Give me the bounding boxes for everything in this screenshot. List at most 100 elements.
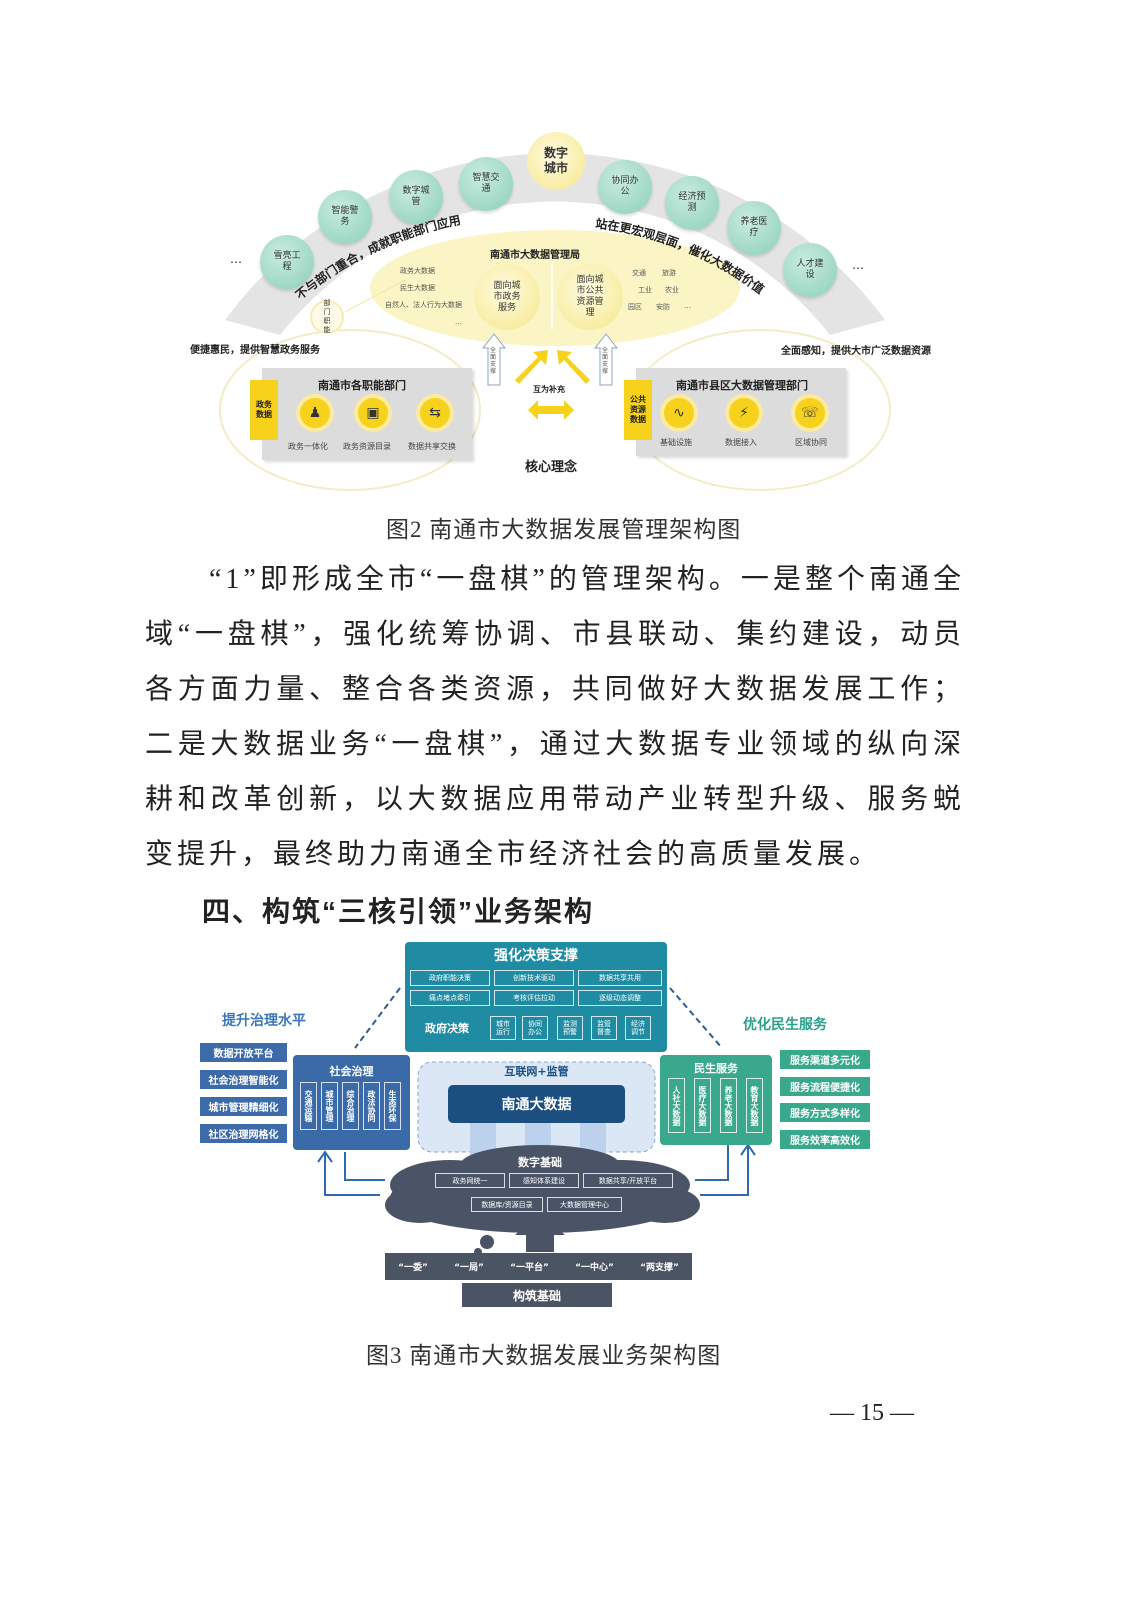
build-foundation-label: 构筑基础 — [462, 1283, 612, 1307]
mutual-label: 互为补充 — [533, 385, 565, 394]
foundation-item: 数据共享/开放平台 — [583, 1173, 673, 1188]
decision-item: 痛点堵点牵引 — [410, 990, 490, 1006]
governance-item: 数据开放平台 — [200, 1043, 287, 1062]
livelihood-item: 养老大数据 — [720, 1078, 737, 1133]
livelihood-title: 民生服务 — [694, 1062, 738, 1075]
circle-gov-service: 面向城市政务服务 — [474, 264, 540, 330]
base-item: “两支撑” — [640, 1263, 679, 1273]
social-governance-title: 社会治理 — [329, 1065, 374, 1078]
data-type: 自然人、法人行为大数据 — [385, 301, 462, 309]
bubble-dept-function: 部门职能 — [310, 299, 344, 334]
bubble-digital-city: 数字城市 — [527, 132, 585, 190]
right-heading: 优化民生服务 — [743, 1017, 827, 1033]
foundation-item: 政务网统一 — [435, 1173, 505, 1188]
resource-type: 交通 — [632, 269, 646, 277]
resource-type: 农业 — [665, 286, 679, 294]
core-concept-label: 核心理念 — [525, 460, 578, 475]
left-box-title: 南通市各职能部门 — [318, 379, 406, 392]
item-label: 区域协同 — [795, 438, 827, 447]
base-bar: “一委” “一局” “一平台” “一中心” “两支撑” — [385, 1253, 692, 1280]
right-box-title: 南通市县区大数据管理部门 — [676, 379, 808, 392]
circle-public-resource: 面向城市公共资源管理 — [557, 264, 623, 330]
gov-decision-item: 监测预警 — [557, 1016, 583, 1040]
support-arrow-left — [481, 333, 507, 386]
mutual-arrows — [515, 350, 590, 420]
item-label: 政务一体化 — [288, 442, 328, 451]
livelihood-item: 人社大数据 — [668, 1078, 685, 1133]
center-ellipse — [370, 230, 740, 346]
figure-3: 强化决策支撑 政府职能决策 创新技术驱动 数据共享共用 痛点堵点牵引 考核评估拉… — [0, 930, 1131, 1320]
phone-icon: ☏ — [795, 398, 825, 428]
support-arrow-right — [593, 333, 619, 386]
figure-2-caption: 图2 南通市大数据发展管理架构图 — [386, 517, 742, 542]
figure-2: 不与部门重合，成就职能部门应用 站在更宏观层面，催化大数据价值 数字城市 雪亮工… — [0, 0, 1131, 500]
bubble-app: 数字城管 — [389, 170, 443, 224]
left-heading: 提升治理水平 — [222, 1013, 306, 1029]
social-item: 政法协同 — [363, 1082, 380, 1130]
ellipsis-right: … — [852, 258, 864, 272]
page-number: — 15 — — [830, 1400, 914, 1426]
service-item: 服务流程便捷化 — [780, 1077, 870, 1096]
decision-item: 考核评估拉动 — [494, 990, 574, 1006]
social-item: 城市管理 — [321, 1082, 338, 1130]
users-icon: ♟ — [300, 398, 330, 428]
governance-item: 社区治理网格化 — [200, 1124, 287, 1143]
pulse-icon: ∿ — [664, 398, 694, 428]
social-item: 生态环保 — [384, 1082, 401, 1130]
section-heading: 四、构筑“三核引领”业务架构 — [202, 896, 595, 927]
resource-type: 工业 — [638, 286, 652, 294]
bubble-app: 养老医疗 — [727, 201, 781, 255]
gov-decision-label: 政府决策 — [425, 1022, 469, 1035]
exchange-icon: ⇆ — [420, 398, 450, 428]
item-label: 数据共享交换 — [408, 442, 456, 451]
base-item: “一中心” — [575, 1263, 614, 1273]
figure-3-caption: 图3 南通市大数据发展业务架构图 — [366, 1343, 722, 1368]
data-type: 政务大数据 — [400, 267, 435, 275]
item-label: 政务资源目录 — [343, 442, 391, 451]
base-item: “一平台” — [510, 1263, 549, 1273]
gov-decision-item: 城市运行 — [490, 1016, 516, 1040]
bubble-app: 人才建设 — [783, 243, 837, 297]
resource-type: … — [684, 302, 691, 310]
data-type: … — [455, 318, 462, 326]
foundation-item: 感知体系建设 — [509, 1173, 579, 1188]
decision-support-box — [405, 942, 667, 1052]
support-label-right: 全面支撑 — [602, 347, 609, 375]
ellipsis-left: … — [230, 252, 242, 266]
decision-item: 政府职能决策 — [410, 970, 490, 986]
monitor-icon: ▣ — [358, 398, 388, 428]
social-item: 综合治理 — [342, 1082, 359, 1130]
decision-item: 逐级动态调整 — [578, 990, 662, 1006]
service-item: 服务方式多样化 — [780, 1103, 870, 1122]
bubble-app: 雪亮工程 — [260, 235, 314, 289]
bubble-app: 智慧交通 — [459, 157, 513, 211]
social-governance-box — [293, 1055, 410, 1150]
foundation-item: 大数据管理中心 — [547, 1197, 622, 1212]
item-label: 数据接入 — [725, 438, 757, 447]
data-type: 民生大数据 — [400, 284, 435, 292]
bubble-app: 智能警务 — [318, 190, 372, 244]
item-label: 基础设施 — [660, 438, 692, 447]
base-item: “一局” — [454, 1263, 484, 1273]
resource-type: 园区 — [628, 303, 642, 311]
livelihood-box — [660, 1055, 772, 1145]
digital-foundation-title: 数字基础 — [518, 1156, 562, 1169]
gov-decision-item: 经济调节 — [625, 1016, 651, 1040]
decision-item: 创新技术驱动 — [494, 970, 574, 986]
bubble-app: 经济预测 — [665, 176, 719, 230]
resource-type: 安防 — [656, 303, 670, 311]
center-title: 南通市大数据管理局 — [490, 250, 580, 261]
service-item: 服务效率高效化 — [780, 1130, 870, 1149]
tab-gov-data: 政务数据 — [250, 380, 278, 440]
livelihood-item: 医疗大数据 — [694, 1078, 711, 1133]
gov-decision-item: 协同办公 — [522, 1016, 548, 1040]
left-slogan: 便捷惠民，提供智慧政务服务 — [190, 345, 320, 356]
body-paragraph: “1”即形成全市“一盘棋”的管理架构。一是整个南通全域“一盘棋”，强化统筹协调、… — [145, 564, 965, 870]
right-slogan: 全面感知，提供大市广泛数据资源 — [781, 346, 931, 357]
plug-icon: ⚡ — [729, 398, 759, 428]
support-label-left: 全面支撑 — [490, 347, 497, 375]
governance-item: 社会治理智能化 — [200, 1070, 287, 1089]
tab-public-data: 公共资源数据 — [624, 380, 652, 440]
decision-item: 数据共享共用 — [578, 970, 662, 986]
service-item: 服务渠道多元化 — [780, 1050, 870, 1069]
